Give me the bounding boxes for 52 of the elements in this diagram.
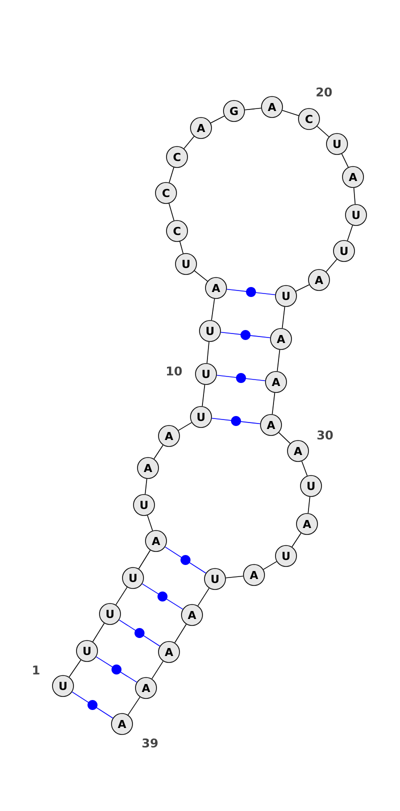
backbone-line (292, 532, 302, 548)
backbone-line (168, 167, 174, 183)
backbone-line (282, 110, 300, 116)
backbone-line (210, 116, 225, 124)
base-pair-line (118, 620, 160, 646)
backbone-line (197, 588, 210, 606)
backbone-line (202, 384, 206, 407)
backbone-line (184, 136, 194, 150)
backbone-line (308, 496, 310, 514)
backbone-line (151, 660, 164, 680)
backbone-line (282, 306, 286, 329)
backbone-line (206, 341, 210, 364)
base-pair-line (164, 546, 206, 574)
backbone-line (347, 224, 353, 242)
base-pair-line (220, 330, 271, 340)
backbone-line (276, 349, 280, 372)
backbone-line (178, 422, 192, 431)
backbone-line (353, 187, 356, 205)
backbone-line (92, 622, 105, 642)
base-pair-line (226, 287, 276, 297)
position-number: 1 (33, 666, 40, 674)
position-number: 10 (167, 366, 182, 376)
backbone-line (278, 432, 291, 444)
backbone-line (211, 298, 215, 321)
backbone-line (174, 624, 187, 644)
backbone-line (194, 270, 208, 282)
base-pair-line (216, 373, 266, 383)
backbone-line (115, 586, 128, 606)
base-pair-line (142, 583, 184, 610)
backbone-line (179, 241, 184, 254)
backbone-line (295, 284, 310, 292)
backbone-line (272, 392, 276, 415)
backbone-line (225, 576, 244, 578)
position-number: 20 (316, 87, 332, 97)
backbone-line (168, 203, 174, 221)
backbone-line (138, 550, 151, 570)
backbone-line (301, 460, 308, 476)
backbone-line (144, 478, 148, 495)
base-pair-line (72, 692, 114, 718)
backbone-line (341, 153, 349, 168)
backbone-line (154, 444, 164, 460)
backbone-line (326, 258, 338, 272)
backbone-line (316, 126, 330, 138)
backbone-line (68, 660, 82, 678)
base-pair-line (96, 656, 138, 683)
backbone-line (244, 108, 262, 110)
backbone-line (128, 696, 140, 716)
position-number: 39 (142, 738, 158, 748)
base-pair-line (211, 416, 261, 426)
position-number: 30 (317, 430, 333, 440)
backbone-line (147, 514, 153, 532)
backbone-line (262, 561, 278, 570)
